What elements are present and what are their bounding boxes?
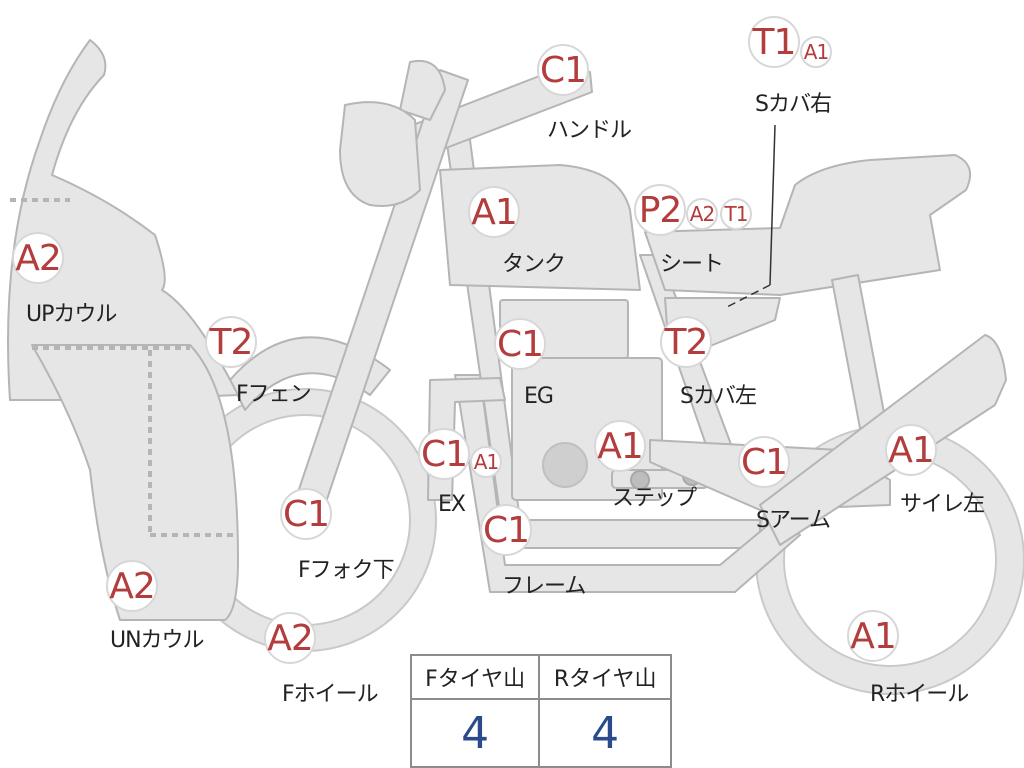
seat-label: シート: [660, 252, 724, 277]
step-code-1: A1: [594, 420, 646, 472]
ex-code-2: A1: [470, 446, 502, 478]
silencer-l-label: サイレ左: [900, 492, 985, 517]
rear-tire-header: Rタイヤ山: [538, 654, 672, 700]
s-cover-r-label: Sカバ右: [755, 92, 832, 117]
seat-code-2: A2: [686, 198, 718, 230]
lower-cowl-shape: [31, 344, 239, 621]
frame-code-1: C1: [480, 504, 532, 556]
s-cover-l-label: Sカバ左: [680, 384, 757, 409]
f-fender-label: Fフェン: [236, 382, 312, 407]
seat-code-3: T1: [720, 198, 752, 230]
front-tire-value: 4: [409, 698, 541, 768]
step-label: ステップ: [612, 486, 697, 511]
f-fender-code-1: T2: [205, 316, 257, 368]
front-fork-top: [399, 59, 446, 121]
un-cowl-code-1: A2: [106, 560, 158, 612]
r-wheel-code-1: A1: [847, 610, 899, 662]
ex-label: EX: [438, 492, 466, 517]
s-arm-code-1: C1: [738, 436, 790, 488]
handle-code-1: C1: [537, 44, 589, 96]
r-wheel-label: Rホイール: [870, 682, 969, 707]
f-fork-label: Fフォク下: [298, 558, 395, 583]
up-cowl-label: UPカウル: [26, 302, 117, 327]
f-wheel-code-1: A2: [264, 612, 316, 664]
up-cowl-code-1: A2: [12, 232, 64, 284]
upper-cowl-shape: [7, 39, 239, 401]
un-cowl-label: UNカウル: [110, 628, 205, 653]
tank-label: タンク: [502, 252, 566, 277]
rear-tire-value: 4: [538, 698, 672, 768]
s-cover-r-leader: [769, 124, 776, 286]
ex-code-1: C1: [418, 428, 470, 480]
eg-label: EG: [524, 384, 554, 409]
s-cover-l-code-1: T2: [660, 316, 712, 368]
seat-shape: [644, 154, 972, 296]
seat-code-1: P2: [634, 184, 686, 236]
handle-label: ハンドル: [547, 118, 632, 143]
s-cover-r-code-1: T1: [748, 16, 800, 68]
tire-tread-table: Fタイヤ山 Rタイヤ山 4 4: [409, 654, 672, 768]
front-tire-header: Fタイヤ山: [409, 654, 541, 700]
frame-label: フレーム: [502, 574, 586, 599]
engine-cover: [542, 442, 588, 488]
headlight-shape: [339, 101, 421, 207]
silencer-shape: [759, 334, 1007, 546]
f-fork-code-1: C1: [280, 488, 332, 540]
tank-code-1: A1: [468, 186, 520, 238]
s-cover-r-leader-dash: [724, 284, 771, 309]
s-arm-label: Sアーム: [756, 508, 831, 533]
step-peg-1: [630, 470, 650, 490]
f-wheel-label: Fホイール: [282, 682, 379, 707]
s-cover-r-code-2: A1: [800, 36, 832, 68]
silencer-l-code-1: A1: [885, 424, 937, 476]
eg-code-1: C1: [494, 318, 546, 370]
